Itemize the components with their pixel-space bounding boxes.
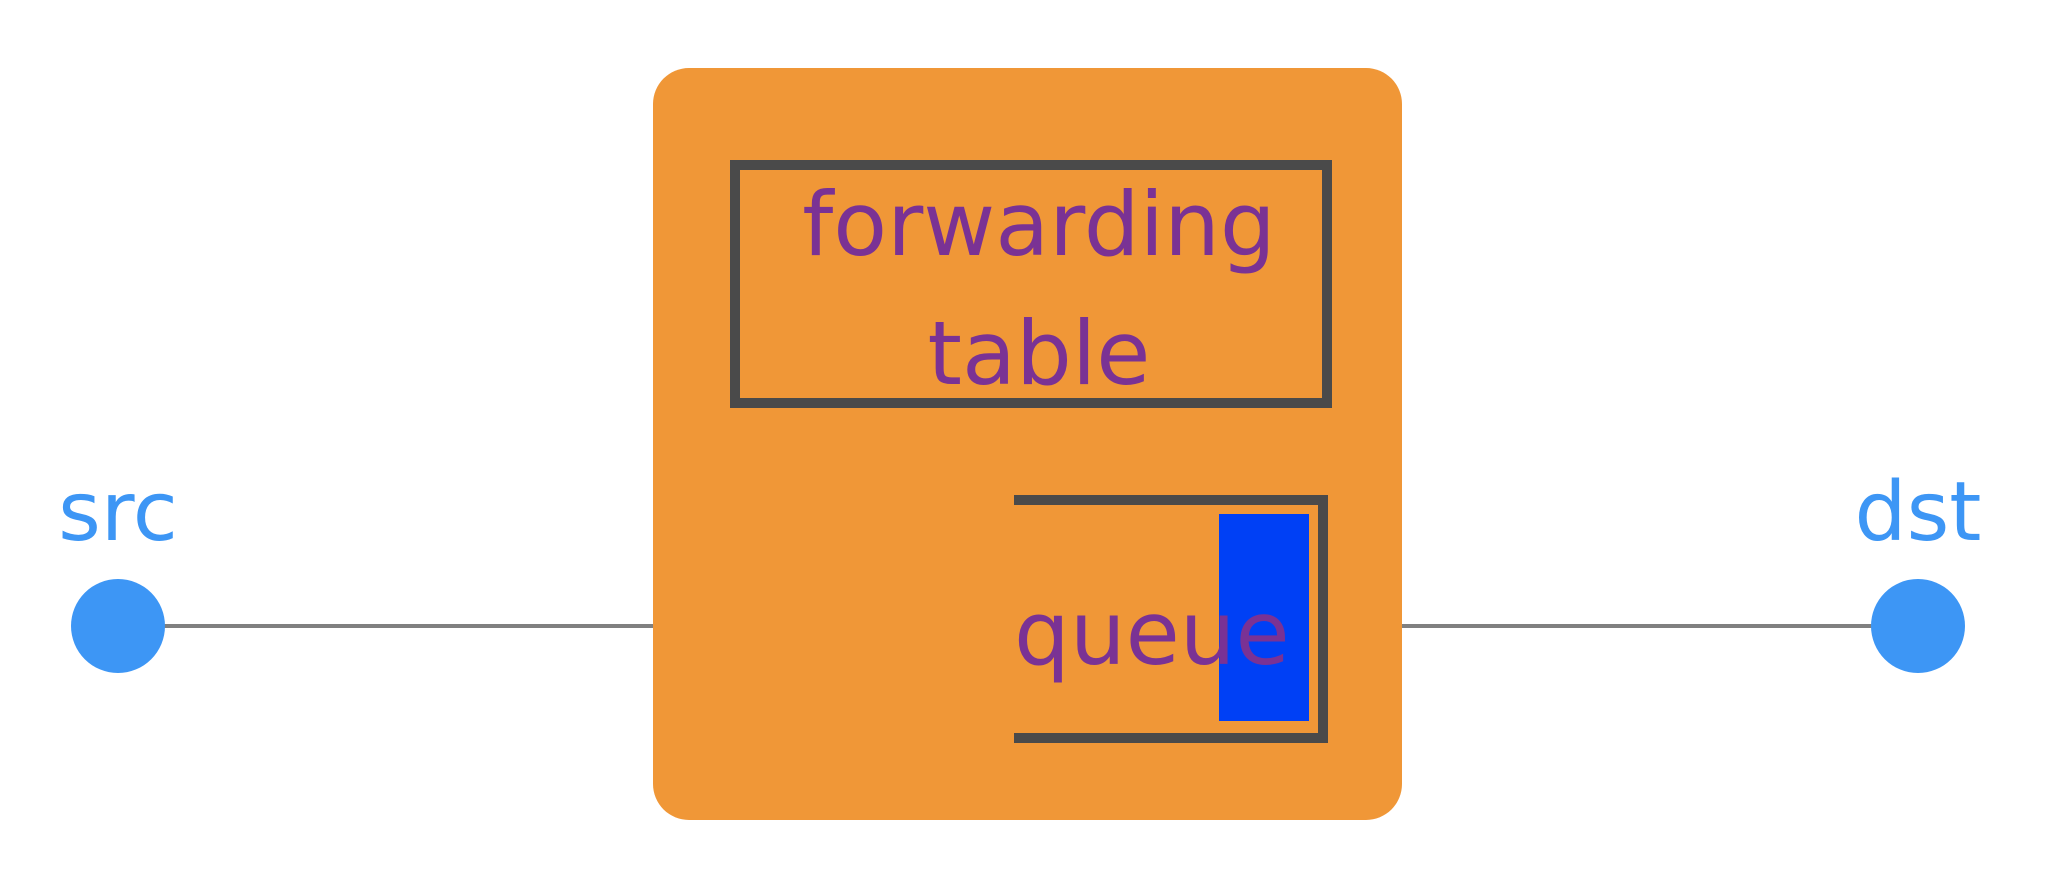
forwarding-table-label-line2: table [928,302,1151,405]
forwarding-table-label-line1: forwarding [802,173,1275,276]
src-label: src [58,465,178,560]
queue-label: queue [1014,582,1290,685]
src-node [71,579,165,673]
dst-label: dst [1855,465,1982,560]
queue-buffer [1014,495,1328,743]
router [653,68,1402,820]
forwarding-table-box [730,160,1332,408]
dst-node [1871,579,1965,673]
queued-packet [1219,514,1309,721]
